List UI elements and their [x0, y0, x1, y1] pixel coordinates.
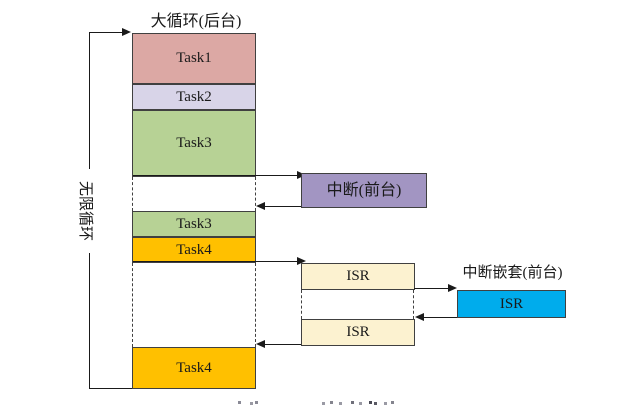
arrow-to-nested-isr-line: [414, 288, 448, 289]
task-suspended-gap-1: [132, 177, 256, 211]
arrow-to-nested-isr-arrowhead-icon: [448, 284, 457, 292]
task1-label: Task1: [176, 50, 212, 66]
return-to-task-arrowhead-icon: [256, 340, 265, 348]
isr1-label: ISR: [346, 268, 370, 284]
task3-resume-box: Task3: [132, 211, 256, 237]
loop-entry-arrowhead-icon: [122, 28, 131, 36]
nested-interrupt-title: 中断嵌套(前台): [462, 265, 563, 281]
interrupt-box: 中断(前台): [301, 173, 427, 208]
loop-rail-lower-line: [89, 253, 90, 389]
big-loop-title: 大循环(后台): [150, 13, 242, 30]
task4-resume-box: Task4: [132, 347, 256, 389]
nested-isr-box: ISR: [457, 290, 566, 318]
task1-box: Task1: [132, 33, 256, 84]
return-from-interrupt-arrowhead-icon: [256, 202, 265, 210]
task-suspended-gap-2: [132, 263, 256, 347]
cut-off-caption: [238, 401, 241, 404]
nested-isr-label: ISR: [499, 295, 524, 312]
interrupt-label: 中断(前台): [326, 181, 402, 199]
loop-top-connector-line: [89, 32, 123, 33]
loop-rail-upper-line: [89, 33, 90, 169]
infinite-loop-label: 无限循环: [77, 180, 93, 241]
task4-label: Task4: [176, 241, 212, 258]
return-from-nested-isr-arrowhead-icon: [415, 313, 424, 321]
task3-box: Task3: [132, 110, 256, 177]
task4-resume-label: Task4: [176, 359, 212, 376]
return-to-task-line: [265, 344, 301, 345]
task2-label: Task2: [176, 88, 212, 105]
arrow-to-isr1-line: [133, 261, 298, 262]
task4-box: Task4: [132, 237, 256, 263]
isr-suspended-dashed-right-line: [413, 290, 414, 319]
arrow-to-interrupt-line: [133, 175, 298, 176]
task3-resume-label: Task3: [176, 215, 212, 232]
isr2-box: ISR: [301, 319, 415, 346]
return-from-interrupt-line: [258, 206, 301, 207]
loop-bottom-connector-line: [89, 388, 133, 389]
isr1-box: ISR: [301, 263, 415, 290]
task3-label: Task3: [176, 135, 212, 151]
arrow-to-isr1-arrowhead-icon: [297, 257, 306, 265]
task2-box: Task2: [132, 84, 256, 110]
return-from-nested-isr-line: [424, 317, 457, 318]
isr-suspended-dashed-left-line: [301, 290, 302, 319]
isr2-label: ISR: [346, 324, 370, 340]
